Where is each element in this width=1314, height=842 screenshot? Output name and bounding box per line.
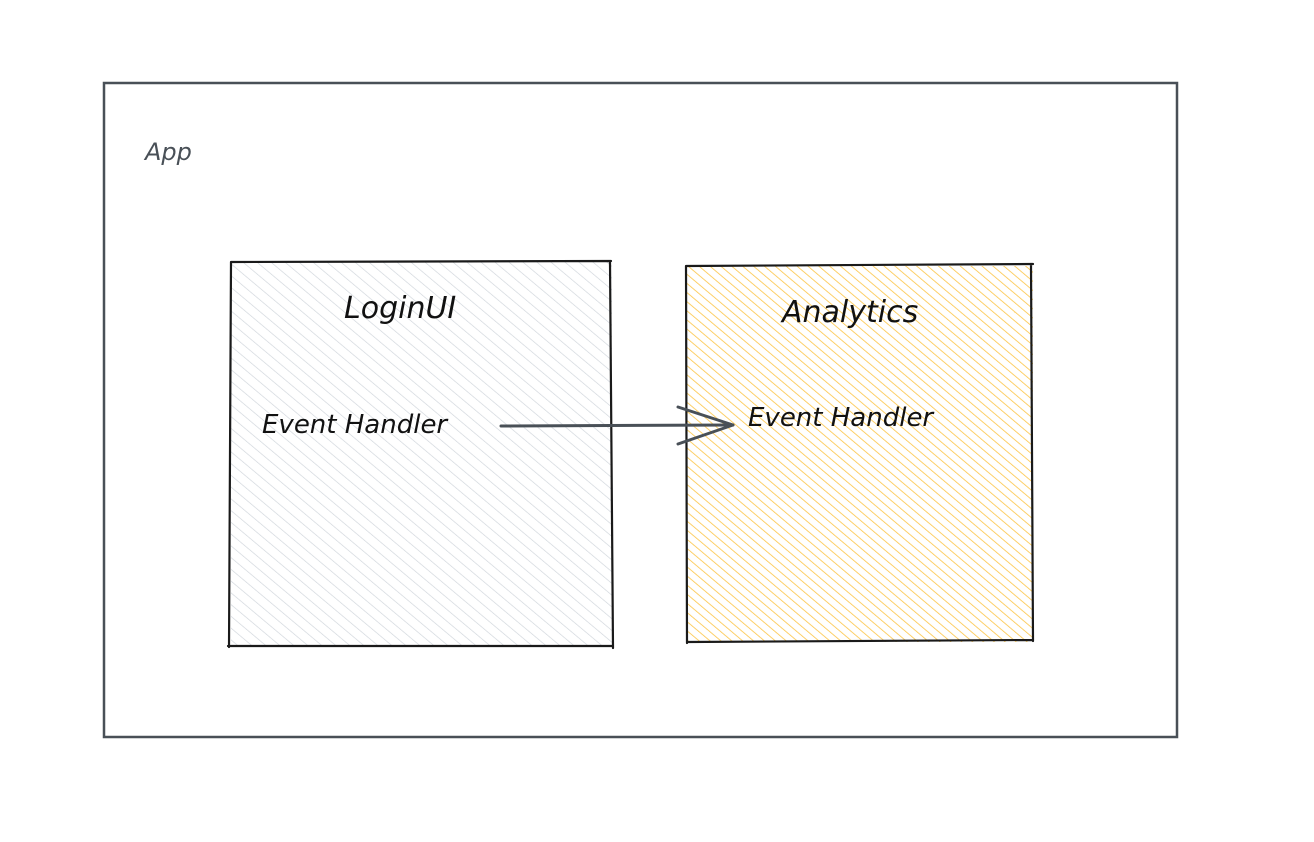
handler-arrow[interactable] [499, 405, 735, 446]
login-box-title: LoginUI [344, 291, 457, 326]
arrow-shaft [499, 423, 735, 428]
analytics-event-handler-label: Event Handler [748, 403, 934, 433]
app-container[interactable] [102, 81, 1179, 739]
app-container-label: App [145, 138, 192, 166]
analytics-box-title: Analytics [782, 295, 919, 330]
login-event-handler-label: Event Handler [262, 410, 448, 440]
login-box-fill [231, 262, 612, 647]
login-box-outline [226, 259, 615, 650]
analytics-box[interactable] [684, 262, 1035, 645]
analytics-box-outline [684, 262, 1035, 645]
login-box[interactable] [226, 259, 615, 650]
analytics-box-fill [686, 266, 1033, 642]
arrow-head [676, 405, 735, 446]
